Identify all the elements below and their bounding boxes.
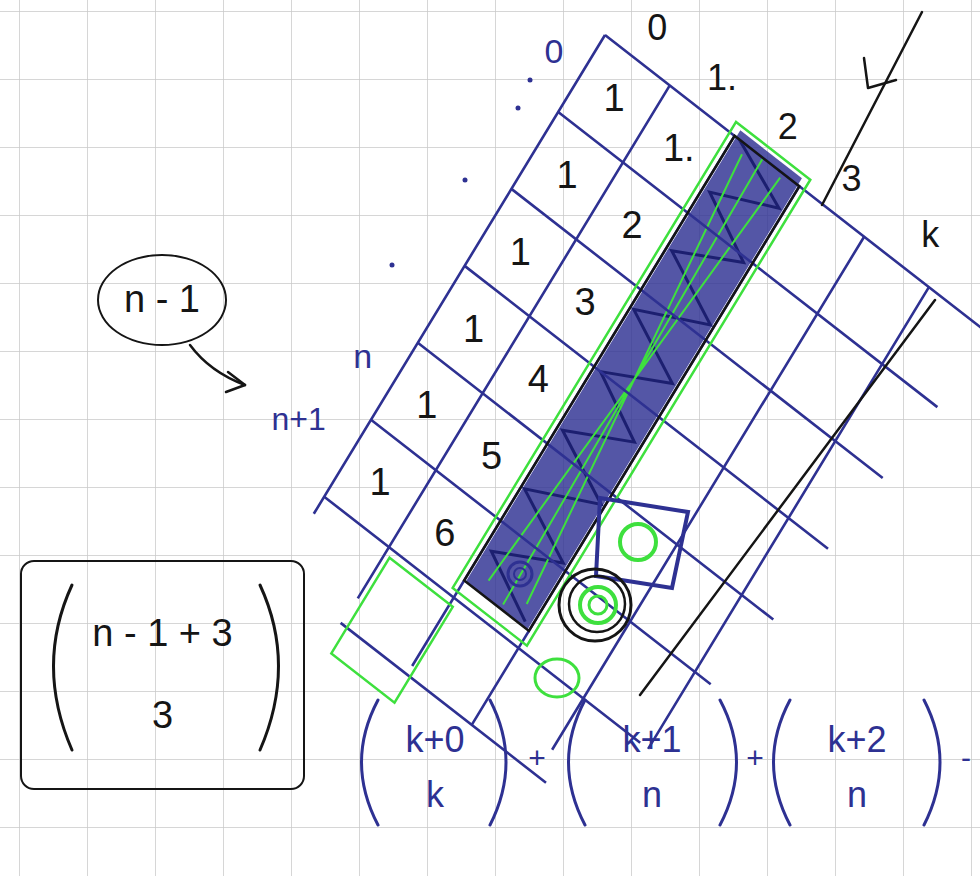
paren: [924, 700, 940, 825]
column-label: 0: [647, 8, 667, 48]
grid-number: 4: [528, 359, 549, 401]
column-label: 2: [778, 107, 798, 147]
row-label: n: [353, 338, 372, 375]
green-circle: [620, 524, 656, 560]
formula-term: k: [426, 775, 444, 815]
arrow-line: [822, 12, 922, 205]
formula-operator: +: [746, 741, 764, 774]
paren: [490, 700, 506, 825]
paren: [362, 700, 379, 825]
black-circle: [569, 576, 625, 632]
grid-number: 1: [510, 232, 531, 274]
paren: [774, 700, 791, 825]
grid-number: 3: [575, 282, 596, 324]
grid-number: 1: [603, 78, 624, 120]
node-text: n - 1 + 3: [92, 613, 232, 655]
leader-arrow: [190, 345, 245, 392]
green-box: [331, 558, 452, 703]
dot: [390, 263, 395, 268]
grid-number: 1: [369, 463, 390, 505]
binomial-parens: [54, 585, 279, 750]
axis-label: k: [921, 215, 939, 255]
dot: [528, 78, 533, 83]
circled-term: n - 1: [97, 254, 227, 346]
grid-number: 6: [434, 513, 455, 555]
paren: [569, 700, 586, 825]
column-label: 3: [841, 159, 861, 199]
formula-term: k+0: [405, 720, 464, 760]
row-label: n+1: [271, 403, 325, 438]
row-label: 0: [544, 33, 563, 70]
grid-row-lines: [277, 35, 980, 869]
pascal-grid: [262, 25, 980, 876]
scribble-square: [596, 498, 688, 588]
black-circle: [559, 569, 631, 641]
grid-number: 1: [463, 309, 484, 351]
leader-head: [226, 372, 245, 392]
formula-operator: -: [961, 741, 971, 774]
column-label: 1.: [707, 58, 737, 98]
scribble-green: [479, 146, 786, 617]
grid-column-lines: [277, 35, 928, 826]
formula-term: k+1: [622, 720, 681, 760]
paren: [720, 700, 737, 825]
grid-number: 2: [621, 205, 642, 247]
node-text: 3: [152, 695, 173, 737]
binomial-box: n - 1 + 3 3: [20, 560, 305, 790]
arrow-head: [864, 58, 896, 88]
formula-term: k+2: [827, 720, 886, 760]
node-text: n - 1: [124, 279, 200, 321]
grid-number: 5: [481, 436, 502, 478]
formula-term: n: [642, 775, 662, 815]
green-ellipse: [535, 659, 579, 697]
formula-parens: [362, 700, 941, 825]
dot: [516, 106, 521, 111]
grid-number: 1: [416, 386, 437, 428]
grid-lines: [277, 35, 980, 869]
grid-number: 1: [557, 155, 578, 197]
paren: [260, 585, 279, 750]
scribble-fill: [466, 130, 802, 629]
grid-number: 1.: [663, 128, 695, 170]
green-circle: [589, 596, 607, 614]
column-outline-green: [453, 122, 811, 646]
paren: [54, 585, 73, 750]
formula-operator: +: [528, 741, 546, 774]
dot: [463, 178, 468, 183]
diagonal-line: [640, 300, 935, 695]
black-lines: [640, 12, 935, 695]
green-circle: [580, 587, 616, 623]
blue-circle: [514, 568, 526, 580]
column-outline: [464, 136, 799, 631]
formula-term: n: [847, 775, 867, 815]
blue-circle: [508, 562, 532, 586]
